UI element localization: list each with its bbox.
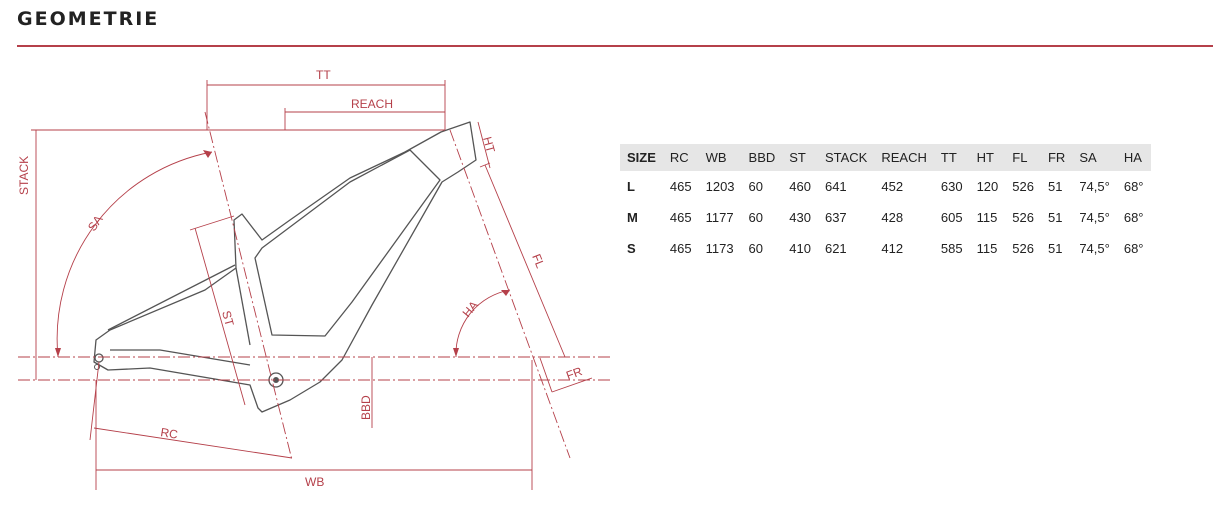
reach-label: REACH	[351, 97, 393, 111]
table-row: S 465 1173 60 410 621 412 585 115 526 51…	[620, 233, 1151, 264]
size-cell: S	[627, 241, 636, 256]
stack-line	[31, 129, 445, 380]
rear-dropout	[94, 353, 104, 363]
chainstay-line	[110, 349, 251, 366]
table-cell: 51	[1047, 241, 1063, 256]
table-cell: 605	[940, 210, 963, 225]
table-cell: 115	[976, 210, 998, 225]
stack-label: STACK	[17, 156, 31, 195]
ht-label: HT	[480, 135, 498, 155]
table-cell: 51	[1047, 210, 1063, 225]
table-cell: 115	[976, 241, 998, 256]
table-cell: 68°	[1123, 210, 1144, 225]
table-cell: 465	[669, 210, 692, 225]
bbd-label: BBD	[359, 395, 373, 420]
table-cell: 460	[789, 179, 811, 194]
bike-frame	[93, 121, 477, 413]
geometry-diagram: TT REACH STACK HT SA ST FL HA FR BBD RC …	[17, 68, 610, 490]
geometry-table: SIZE RC WB BBD ST STACK REACH TT HT FL F…	[620, 144, 1151, 264]
table-cell: 412	[881, 241, 904, 256]
ha-label: HA	[460, 298, 481, 320]
column-header: WB	[705, 150, 727, 165]
table-row: L 465 1203 60 460 641 452 630 120 526 51…	[620, 171, 1151, 202]
table-row: M 465 1177 60 430 637 428 605 115 526 51…	[620, 202, 1151, 233]
column-header: BBD	[748, 150, 776, 165]
table-cell: 621	[824, 241, 847, 256]
column-header: SA	[1079, 150, 1097, 165]
rc-label: RC	[160, 425, 180, 442]
reach-line	[284, 108, 445, 130]
tt-label: TT	[316, 68, 331, 82]
column-header: STACK	[824, 150, 868, 165]
table-cell: 526	[1012, 210, 1034, 225]
table-cell: 74,5°	[1079, 179, 1110, 194]
table-cell: 428	[881, 210, 904, 225]
table-cell: 465	[669, 179, 692, 194]
table-cell: 641	[824, 179, 847, 194]
column-header: HA	[1123, 150, 1142, 165]
wb-label: WB	[305, 475, 324, 489]
table-cell: 1203	[705, 179, 735, 194]
column-header: FR	[1047, 150, 1066, 165]
seat-tube-line	[235, 267, 251, 346]
column-header: ST	[789, 150, 806, 165]
table-cell: 630	[940, 179, 963, 194]
st-label: ST	[219, 309, 237, 328]
column-header: REACH	[881, 150, 927, 165]
tt-line	[206, 80, 446, 130]
frame-main-outline	[93, 121, 477, 413]
table-cell: 74,5°	[1079, 210, 1110, 225]
table-cell: 430	[789, 210, 811, 225]
frame-inner-cutout	[254, 149, 441, 337]
fl-label: FL	[529, 252, 547, 271]
table-cell: 637	[824, 210, 847, 225]
column-header: FL	[1012, 150, 1028, 165]
size-cell: L	[627, 179, 635, 194]
fl-line	[479, 162, 566, 358]
measurement-lines	[18, 80, 610, 490]
table-cell: 410	[789, 241, 811, 256]
table-header-row: SIZE RC WB BBD ST STACK REACH TT HT FL F…	[620, 144, 1151, 171]
column-header: RC	[669, 150, 689, 165]
table-cell: 68°	[1123, 241, 1144, 256]
ht-line	[477, 121, 491, 169]
fr-label: FR	[564, 364, 584, 383]
table-cell: 452	[881, 179, 904, 194]
table-cell: 60	[748, 210, 763, 225]
ha-arc	[455, 289, 511, 358]
fr-line	[539, 357, 593, 393]
page-title: GEOMETRIE	[17, 8, 160, 30]
table-cell: 51	[1047, 179, 1063, 194]
table-cell: 68°	[1123, 179, 1144, 194]
column-header: SIZE	[627, 150, 656, 165]
table-cell: 526	[1012, 179, 1034, 194]
table-cell: 465	[669, 241, 692, 256]
table-cell: 74,5°	[1079, 241, 1110, 256]
sa-arc	[56, 151, 213, 358]
rc-line	[89, 361, 293, 459]
table-cell: 1177	[705, 210, 734, 225]
column-header: HT	[976, 150, 994, 165]
size-cell: M	[627, 210, 638, 225]
table-cell: 526	[1012, 241, 1034, 256]
column-header: TT	[940, 150, 957, 165]
seatstay-line	[107, 264, 236, 331]
table-cell: 1173	[705, 241, 734, 256]
table-cell: 60	[748, 179, 763, 194]
steering-axis	[449, 129, 571, 459]
st-line	[189, 215, 246, 406]
seat-tube-axis	[204, 111, 293, 461]
title-divider	[17, 45, 1213, 47]
table-cell: 120	[976, 179, 999, 194]
table-cell: 60	[748, 241, 763, 256]
table-cell: 585	[940, 241, 963, 256]
wb-line	[95, 360, 533, 490]
arrow-heads	[55, 150, 510, 357]
